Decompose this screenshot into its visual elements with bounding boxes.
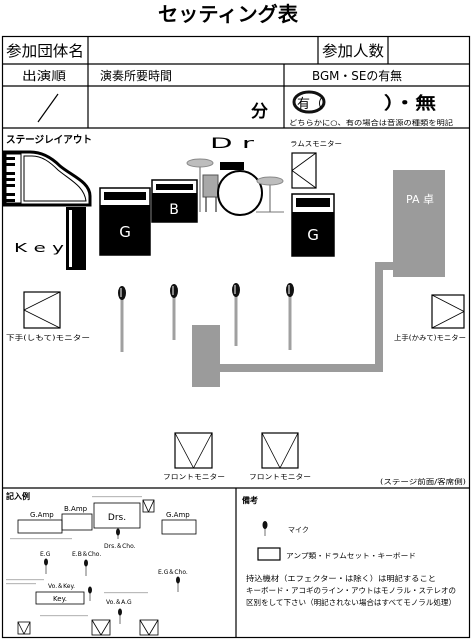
fine-print [92,496,142,498]
group-name-label: 参加団体名 [6,42,84,60]
member-count-label: 参加人数 [322,42,384,60]
example-vo-ag-label: Vo.＆A.G [106,599,132,606]
guitar-amp-left-label: G [119,223,131,241]
drums-label: D r [210,136,254,152]
bass-amp-label: B [169,202,179,218]
example-label: 記入例 [6,491,30,501]
example-drums-box [93,502,141,529]
circled-yes-mark [292,90,326,114]
microphone-icon [116,528,120,539]
microphone-icon [232,283,240,346]
guitar-amp-left: G [99,187,151,256]
drums-monitor [291,152,317,189]
keyboard-label: K e y [14,241,64,255]
grand-piano-icon [2,150,92,207]
fine-print [6,579,44,581]
example-guitar-amp-right-box [161,519,197,535]
guitar-amp-right-label: G [307,226,319,244]
left-monitor-label: 下手(しもて)モニター [6,333,90,342]
example-guitar-amp-left-label: G.Amp [30,511,54,519]
example-drums-cho-label: Drs.＆Cho. [104,543,136,550]
example-drums-label: Drs. [108,513,126,523]
example-vo-key-label: Vo.＆Key. [48,583,75,590]
notes-section: 備考 マイク アンプ類・ドラムセット・キーボード 持込機材（エフェクター・は除く… [242,495,456,607]
member-count-field[interactable] [389,37,469,63]
microphone-icon [88,586,92,601]
bgm-yes-option[interactable]: 有（ [297,97,323,112]
bgm-label: BGM・SEの有無 [312,68,402,83]
bass-amp: B [151,179,198,223]
example-eb-cho-label: E.B＆Cho. [72,551,101,558]
mic-legend-label: マイク [288,526,309,534]
diagonal-slash [37,93,59,123]
microphone-icon [118,286,126,352]
drums-monitor-label: ラムスモニター [290,139,342,148]
notes-label: 備考 [242,495,258,505]
left-monitor [23,291,61,329]
microphone-icon [286,283,294,350]
front-monitor-1-label: フロントモニター [163,472,225,481]
stage-front-note: (ステージ前面/客席側) [380,477,466,486]
group-name-field[interactable] [89,37,317,63]
bgm-field[interactable]: 有（ ）・無 どちらかに○、有の場合は音源の種類を明記 [285,87,469,127]
pa-desk: PA 卓 [393,170,445,277]
microphone-icon [170,284,178,340]
example-eg-label: E.G [40,551,51,558]
microphone-icon [84,559,88,576]
example-bass-amp-box [61,513,93,531]
stage-layout-label: ステージレイアウト [6,134,92,146]
keyboard [66,207,86,270]
pa-desk-label: PA 卓 [406,193,434,206]
drum-kit-icon [186,158,284,216]
performance-order-label: 出演順 [22,68,66,83]
box-legend-label: アンプ類・ドラムセット・キーボード [286,551,416,560]
duration-label: 演奏所要時間 [100,68,172,83]
example-bass-amp-label: B.Amp [64,505,88,513]
front-monitor-2 [261,432,299,469]
example-monitor [17,621,31,635]
example-section: 記入例 Drs. B.Amp G.Amp G.Amp Drs.＆Cho. E.G… [6,491,197,636]
fine-print [6,583,36,585]
microphone-icon [118,608,122,624]
front-monitor-1 [174,432,213,469]
note-line: キーボード・アコギのライン・アウトはモノラル・ステレオの [246,586,456,595]
stage-layout: ステージレイアウト K e y G [2,134,466,486]
fine-print [40,615,88,617]
box-legend-icon [257,547,281,561]
guitar-amp-right: G [291,193,335,257]
example-guitar-amp-right-label: G.Amp [166,511,190,519]
right-monitor-label: 上手(かみて)モニター [394,333,466,342]
duration-unit: 分 [251,102,268,122]
note-line: 区別をして下さい（明記されない場合はすべてモノラル処理） [246,597,456,607]
example-monitor [139,619,159,636]
front-monitor-2-label: フロントモニター [249,472,311,481]
stage-box [192,325,220,387]
example-monitor [142,499,155,513]
performance-order-field[interactable] [3,87,87,127]
note-line: 持込機材（エフェクター・は除く）は明記すること [246,573,436,583]
bgm-no-option[interactable]: ）・無 [384,93,436,114]
bgm-note: どちらかに○、有の場合は音源の種類を明記 [289,118,453,127]
example-monitor [91,619,111,636]
fine-print [104,592,148,594]
form-grid [1,35,471,639]
page-title: セッティング表 [158,2,299,26]
fine-print [10,538,72,540]
example-eg-cho-label: E.G＆Cho. [158,569,188,576]
example-guitar-amp-left-box [17,519,63,534]
microphone-icon [176,576,180,592]
example-keyboard-box [35,591,85,605]
snake-cable [192,262,393,387]
example-keyboard-label: Key. [53,595,67,603]
microphone-icon [262,521,268,536]
microphone-icon [44,558,48,574]
right-monitor [431,294,465,329]
